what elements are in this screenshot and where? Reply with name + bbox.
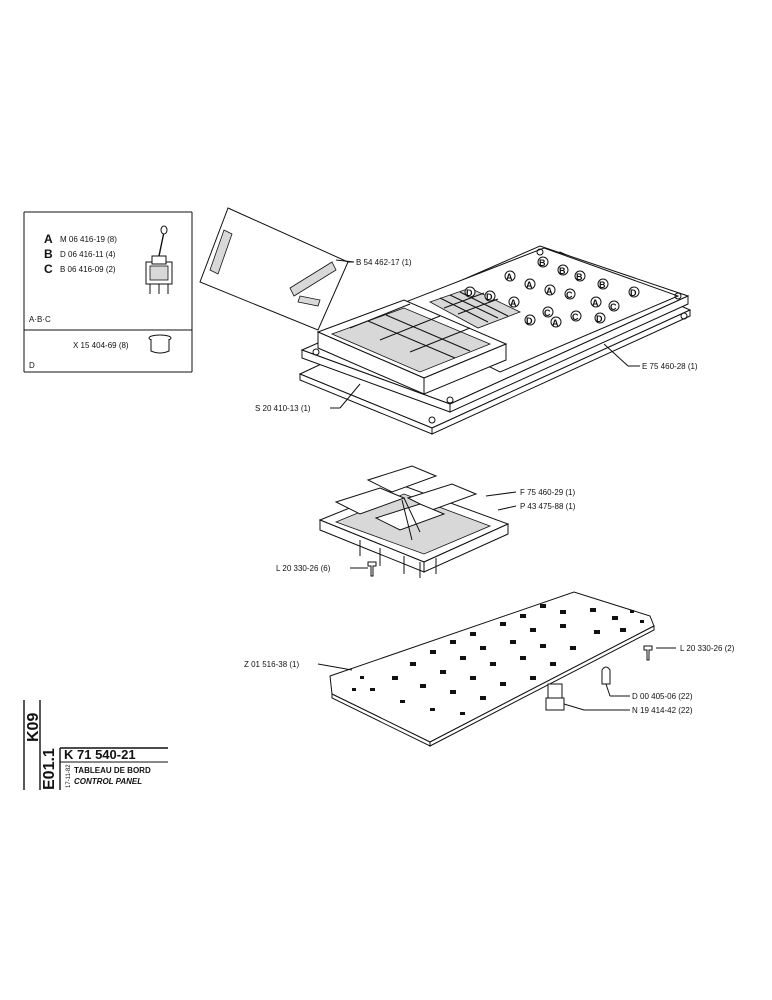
key-label: C <box>566 290 573 300</box>
variant-code-c: B 06 416-09 (2) <box>60 265 116 274</box>
key-label: D <box>526 316 533 326</box>
callout-bulb: D 00 405-06 (22) <box>632 692 693 701</box>
keypad-frame: E 75 460-28 (1) S 20 410-13 (1) <box>255 245 698 435</box>
key <box>557 264 569 276</box>
circuit-board: L 20 330-26 (2) D 00 405-06 (22) N 19 41… <box>244 591 735 747</box>
key-label: A <box>552 318 559 328</box>
key <box>542 306 554 318</box>
variant-inset: A M 06 416-19 (8) B D 06 416-11 (4) C B … <box>23 211 193 373</box>
key-label: A <box>510 298 517 308</box>
variant-code-b: D 06 416-11 (4) <box>60 250 116 259</box>
key-label: B <box>576 272 583 282</box>
part-number: K 71 540-21 <box>64 747 136 762</box>
key <box>537 256 549 268</box>
key <box>484 290 496 302</box>
key <box>544 284 556 296</box>
key-label: D <box>466 288 473 298</box>
key <box>464 286 476 298</box>
callout-label-card: B 54 462-17 (1) <box>356 258 412 267</box>
callout-housing: S 20 410-13 (1) <box>255 404 311 413</box>
inset-label-d: D <box>29 361 35 370</box>
callout-screw-right: L 20 330-26 (2) <box>680 644 735 653</box>
key <box>564 288 576 300</box>
variant-code-a: M 06 416-19 (8) <box>60 235 117 244</box>
callout-cover: F 75 460-29 (1) <box>520 488 575 497</box>
key <box>508 296 520 308</box>
key <box>590 296 602 308</box>
key-label: D <box>596 314 603 324</box>
key <box>524 314 536 326</box>
key <box>524 278 536 290</box>
callout-frame: E 75 460-28 (1) <box>642 362 698 371</box>
side-code-k09: K09 <box>25 713 42 742</box>
title-french: TABLEAU DE BORD <box>74 766 151 775</box>
key <box>594 312 606 324</box>
keypad-keys: A B B D A B B D A C D A C A C D A C <box>464 256 640 328</box>
d-part-code: X 15 404-69 (8) <box>73 341 129 350</box>
key-label: D <box>630 288 637 298</box>
key <box>570 310 582 322</box>
key <box>597 278 609 290</box>
key <box>550 316 562 328</box>
title-block: K09 E01.1 17-11-82 K 71 540-21 TABLEAU D… <box>23 700 168 790</box>
toggle-switch-icon <box>145 225 173 294</box>
callout-board: Z 01 516-38 (1) <box>244 660 299 669</box>
variant-letter-c: C <box>44 262 53 276</box>
key-label: A <box>592 298 599 308</box>
key-label: D <box>486 292 493 302</box>
callout-plate: P 43 475-88 (1) <box>520 502 576 511</box>
key <box>628 286 640 298</box>
drawing-date: 17-11-82 <box>66 764 72 788</box>
variant-letter-a: A <box>44 232 53 246</box>
key-label: A <box>526 280 533 290</box>
title-english: CONTROL PANEL <box>74 777 142 786</box>
key-label: B <box>559 266 566 276</box>
key <box>574 270 586 282</box>
callout-screw-left: L 20 330-26 (6) <box>276 564 331 573</box>
key-label: B <box>539 258 546 268</box>
inset-label-abc: A·B·C <box>29 315 51 324</box>
side-code-e01: E01.1 <box>41 748 58 790</box>
callout-socket: N 19 414-42 (22) <box>632 706 693 715</box>
key <box>608 300 620 312</box>
label-card: B 54 462-17 (1) <box>199 207 412 331</box>
plug-cap-icon <box>148 334 172 354</box>
cover-assembly: F 75 460-29 (1) P 43 475-88 (1) L 20 330… <box>276 465 576 578</box>
key-label: A <box>546 286 553 296</box>
key-label: C <box>544 308 551 318</box>
key-label: A <box>506 272 513 282</box>
key-label: B <box>599 280 606 290</box>
variant-letter-b: B <box>44 247 53 261</box>
key <box>504 270 516 282</box>
key-label: C <box>572 312 579 322</box>
key-label: C <box>610 302 617 312</box>
